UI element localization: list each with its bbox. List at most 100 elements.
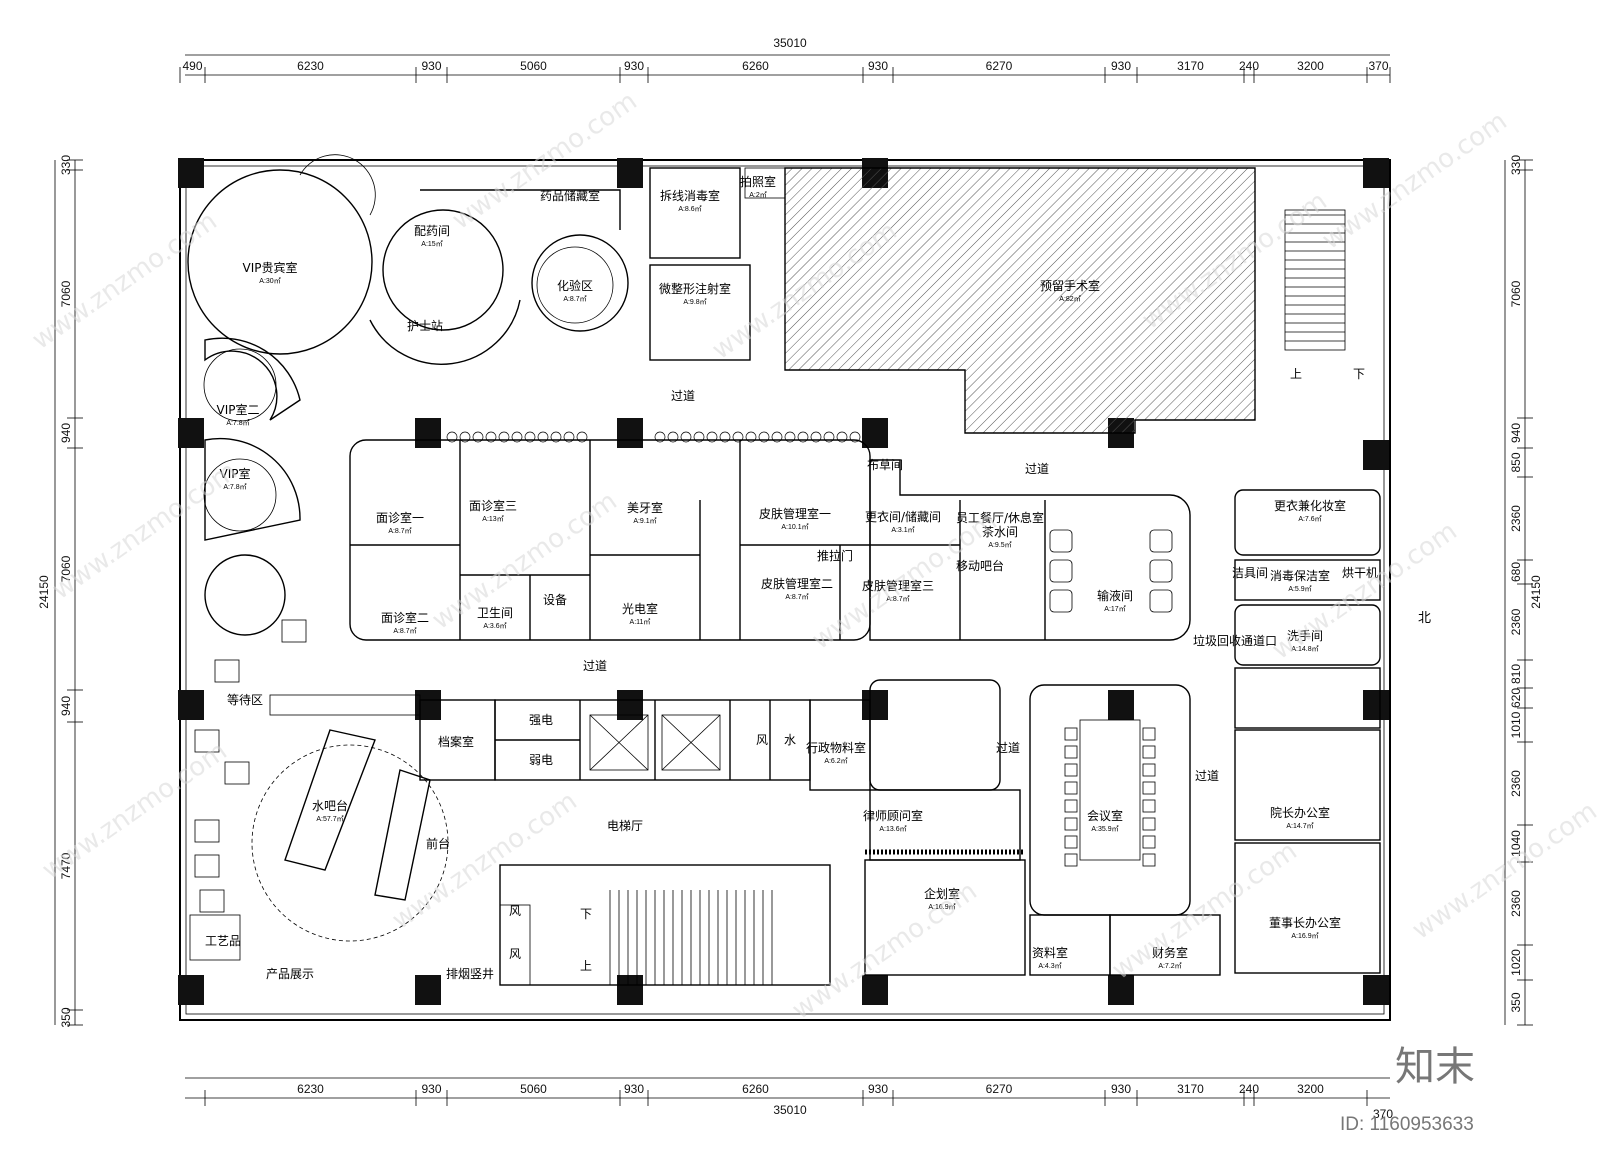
room-label-micro-injection: 微整形注射室 <box>659 281 731 296</box>
room-area-hand-wash: A:14.8㎡ <box>1291 645 1318 653</box>
room-label-water-bar: 水吧台 <box>312 798 348 813</box>
column <box>178 975 204 1005</box>
watermark-text: www.znzmo.com <box>1317 106 1513 256</box>
room-label-chairman-office: 董事长办公室 <box>1269 915 1341 930</box>
room-labels: VIP贵宾室A:30㎡配药间A:15㎡药品储藏室化验区A:8.7㎡护士站拆线消毒… <box>205 174 1378 981</box>
corridor-label-office: 过道 <box>996 741 1020 755</box>
right-dimension-segment: 680 <box>1509 562 1523 582</box>
top-dimension-segment: 6230 <box>297 59 324 73</box>
watermark-text: www.znzmo.com <box>1407 796 1600 946</box>
room-label-finance: 财务室 <box>1152 945 1188 960</box>
column <box>1363 158 1389 188</box>
room-label-product-display: 产品展示 <box>266 967 314 981</box>
corridor-label-right: 过道 <box>1195 769 1219 783</box>
bottom-dimension-segment: 240 <box>1239 1082 1259 1096</box>
top-dimension-segment: 930 <box>624 59 644 73</box>
bottom-dimension-segment: 3200 <box>1297 1082 1324 1096</box>
right-dimension-segment: 350 <box>1509 992 1523 1012</box>
bottom-dimension-segment: 930 <box>421 1082 441 1096</box>
room-area-photo-room: A:2㎡ <box>749 191 767 199</box>
room-label-smoke: 排烟竖井 <box>446 967 494 981</box>
right-dimension-segment: 7060 <box>1509 280 1523 307</box>
room-area-planning: A:16.9㎡ <box>928 903 955 911</box>
column <box>178 690 204 720</box>
right-dimension-segment: 850 <box>1509 452 1523 472</box>
left-dimension-segment: 7060 <box>59 280 73 307</box>
outer-walls <box>179 159 1391 1021</box>
room-area-lab: A:8.7㎡ <box>563 295 586 303</box>
room-label-photo-room: 拍照室 <box>740 174 776 189</box>
room-label-mobile-bar: 移动吧台 <box>956 558 1004 573</box>
room-outlines <box>187 154 1381 986</box>
column <box>862 690 888 720</box>
top-dimension-segment: 930 <box>868 59 888 73</box>
room-label-cleaning: 洁具间 <box>1232 566 1268 580</box>
room-area-consult-1: A:8.7㎡ <box>388 527 411 535</box>
bottom-dimension-segment: 3170 <box>1177 1082 1204 1096</box>
bottom-total-dimension: 35010 <box>773 1103 807 1117</box>
room-label-lab: 化验区 <box>557 278 593 293</box>
room-label-skin-1: 皮肤管理室一 <box>759 506 831 521</box>
room-label-craft: 工艺品 <box>205 934 241 948</box>
room-label-reserved-surgery: 预留手术室 <box>1040 278 1100 293</box>
right-dimension-segment: 2360 <box>1509 890 1523 917</box>
stair-labels: 上 下 下 上 <box>580 367 1365 973</box>
watermark-text: www.znzmo.com <box>37 736 233 886</box>
right-dimension-segment: 810 <box>1509 664 1523 684</box>
room-area-suture-removal: A:8.6㎡ <box>678 205 701 213</box>
left-dimension-segment: 940 <box>59 423 73 443</box>
room-label-suture-removal: 拆线消毒室 <box>660 188 720 203</box>
column <box>617 975 643 1005</box>
watermark-text: www.znzmo.com <box>1107 836 1303 986</box>
room-label-skin-2: 皮肤管理室二 <box>761 576 833 591</box>
column <box>617 418 643 448</box>
top-dimension-segment: 5060 <box>520 59 547 73</box>
left-dimension-segment: 350 <box>59 1007 73 1027</box>
room-label-consult-1: 面诊室一 <box>376 510 424 525</box>
top-dimension-segment: 6260 <box>742 59 769 73</box>
room-label-dental: 美牙室 <box>627 500 663 515</box>
room-label-changing: 更衣间/储藏间 <box>865 509 941 524</box>
watermark-text: www.znzmo.com <box>427 486 623 636</box>
brand-id: ID: 1160953633 <box>1340 1114 1474 1135</box>
left-dimension-segment: 7470 <box>59 852 73 879</box>
room-area-admin-storage: A:6.2㎡ <box>824 757 847 765</box>
room-label-hand-wash: 洗手间 <box>1287 629 1323 643</box>
right-dimension-segment: 1010 <box>1509 711 1523 738</box>
room-area-consult-2: A:8.7㎡ <box>393 627 416 635</box>
room-area-lawyer: A:13.6㎡ <box>879 825 906 833</box>
top-dimension-segment: 3200 <box>1297 59 1324 73</box>
top-dimension-segment: 930 <box>1111 59 1131 73</box>
room-area-micro-injection: A:9.8㎡ <box>683 298 706 306</box>
top-total-dimension: 35010 <box>773 36 807 50</box>
bottom-dimension-segment: 5060 <box>520 1082 547 1096</box>
corridor-labels: 过道 过道 过道 过道 过道 <box>583 389 1219 783</box>
watermark-text: www.znzmo.com <box>47 456 243 606</box>
top-dimension-segment: 370 <box>1368 59 1388 73</box>
room-label-tea-room: 茶水间 <box>982 524 1018 539</box>
room-area-vip-1: A:7.8㎡ <box>223 483 246 491</box>
column <box>178 158 204 188</box>
room-area-restroom: A:3.6㎡ <box>483 622 506 630</box>
left-dimension-segment: 330 <box>59 155 73 175</box>
column <box>415 690 441 720</box>
room-label-wind: 风 <box>756 733 768 747</box>
right-dimension-segment: 1040 <box>1509 830 1523 857</box>
column <box>1363 975 1389 1005</box>
room-label-skin-3: 皮肤管理室三 <box>862 578 934 593</box>
corridor-label-middle: 过道 <box>583 659 607 673</box>
room-area-photoelectric: A:11㎡ <box>630 618 651 626</box>
room-label-admin-storage: 行政物料室 <box>806 740 866 755</box>
stair-up-label-right: 上 <box>1290 367 1302 381</box>
room-label-photoelectric: 光电室 <box>622 601 658 616</box>
room-area-water-bar: A:57.7㎡ <box>316 815 343 823</box>
watermark-text: www.znzmo.com <box>387 786 583 936</box>
column <box>1363 440 1389 470</box>
bottom-dimension-segment: 6230 <box>297 1082 324 1096</box>
room-label-linen: 布草间 <box>867 458 903 472</box>
dimension-right: 24150 3307060940850236068023608106201010… <box>1504 155 1543 1026</box>
